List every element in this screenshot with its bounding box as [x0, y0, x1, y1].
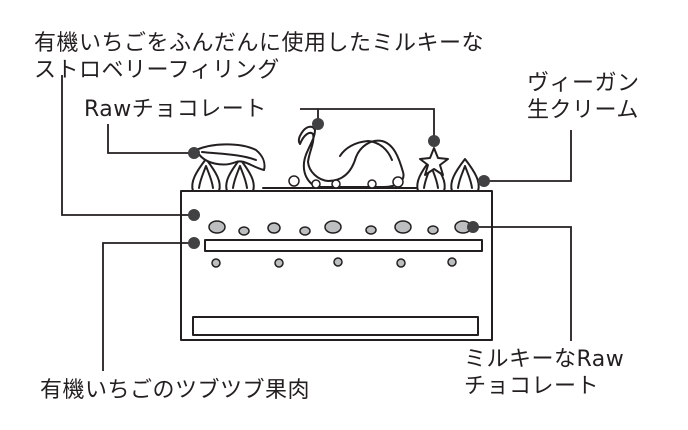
- leader-line-milky-raw-chocolate: [475, 226, 572, 341]
- cake-body: [180, 190, 493, 341]
- callout-dot: [188, 147, 200, 159]
- callout-dot: [312, 118, 324, 130]
- callout-dot: [428, 135, 440, 147]
- label-strawberry-filling: 有機いちごをふんだんに使用したミルキーな ストロベリーフィリング: [34, 30, 484, 84]
- label-line: ミルキーなRaw: [464, 347, 625, 372]
- label-line: ストロベリーフィリング: [34, 58, 280, 83]
- milky-chocolate-pieces: [208, 220, 472, 236]
- callout-dots: [188, 118, 490, 249]
- label-line: 生クリーム: [527, 98, 639, 123]
- callout-dot: [467, 221, 479, 233]
- cake-base: [192, 316, 479, 336]
- swan-chocolate: [297, 125, 405, 188]
- label-vegan-cream: ヴィーガン 生クリーム: [527, 70, 640, 124]
- label-line: ヴィーガン: [527, 71, 640, 96]
- label-raw-chocolate: Rawチョコレート: [84, 96, 267, 123]
- star-chocolate: [419, 147, 449, 176]
- callout-dot: [478, 175, 490, 187]
- callout-dot: [188, 209, 200, 221]
- leader-line-strawberry-filling: [61, 75, 194, 216]
- label-line: 有機いちごをふんだんに使用したミルキーな: [34, 31, 485, 56]
- leaf-chocolate: [195, 143, 266, 171]
- leader-line-raw-chocolate: [107, 124, 194, 154]
- chocolate-balls: [288, 175, 404, 189]
- cream-dollop: [450, 158, 480, 192]
- label-strawberry-pulp: 有機いちごのツブツブ果肉: [40, 377, 310, 404]
- label-line: 有機いちごのツブツブ果肉: [40, 378, 311, 403]
- callout-dot: [188, 237, 200, 249]
- label-line: Rawチョコレート: [84, 97, 267, 122]
- label-milky-raw-chocolate: ミルキーなRaw チョコレート: [464, 346, 624, 400]
- label-line: チョコレート: [464, 374, 600, 399]
- leader-line-vegan-cream: [484, 130, 572, 182]
- strawberry-pulp-pieces: [211, 257, 457, 268]
- filling-layer: [204, 239, 483, 252]
- leader-line-strawberry-pulp: [102, 242, 194, 371]
